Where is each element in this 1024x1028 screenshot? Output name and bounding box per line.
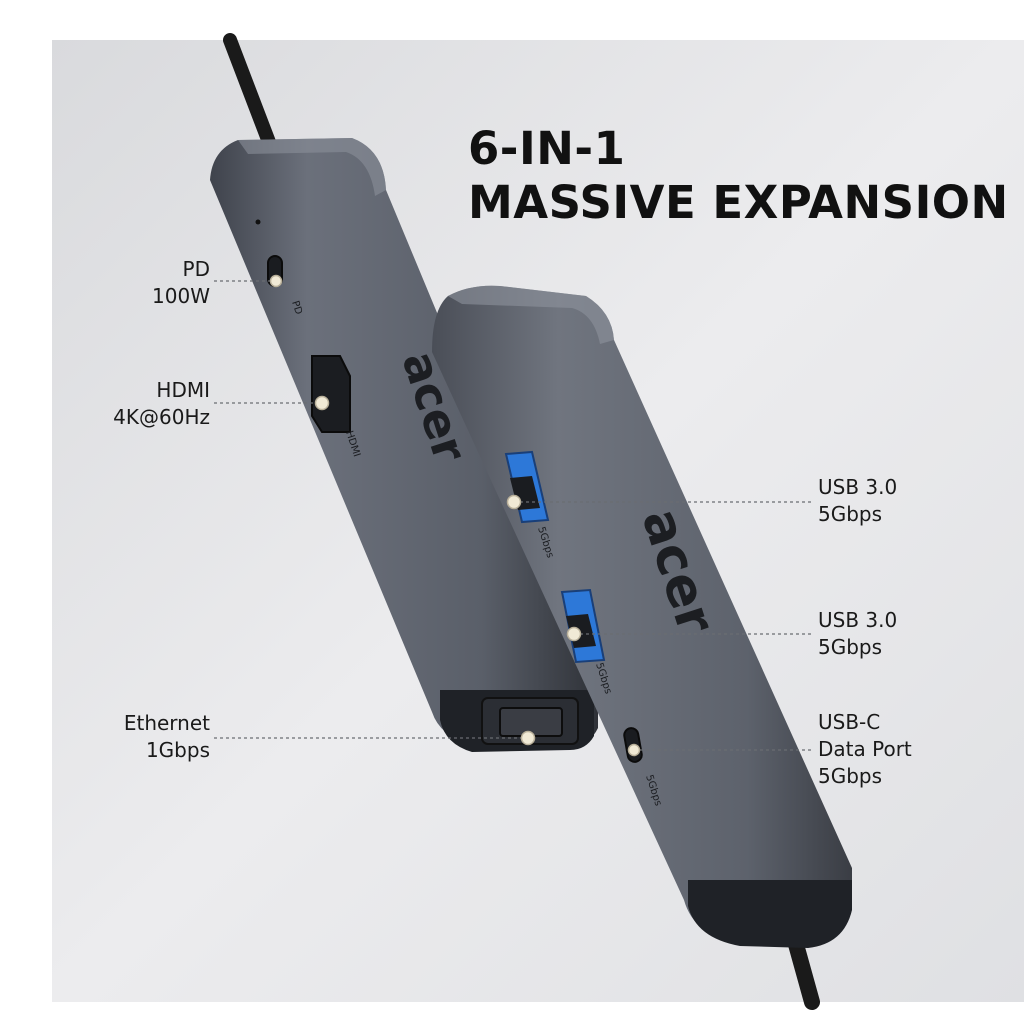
label-usb-a-1-line-1: USB 3.0 (818, 475, 898, 499)
pd-port-marking: PD (289, 300, 304, 317)
label-hdmi-line-1: HDMI (156, 378, 210, 402)
label-pd: PD 100W (152, 256, 210, 310)
label-usb-a-1-line-2: 5Gbps (818, 502, 883, 526)
label-pd-line-1: PD (182, 257, 210, 281)
dot-usb-a-2 (566, 626, 582, 642)
dot-usb-c (627, 743, 641, 757)
label-usb-a-2-line-1: USB 3.0 (818, 608, 898, 632)
hub-left: acer PD HDMI (210, 138, 598, 752)
label-usb-a-1: USB 3.0 5Gbps (818, 474, 897, 528)
label-usb-a-2: USB 3.0 5Gbps (818, 607, 897, 661)
label-hdmi: HDMI 4K@60Hz (113, 377, 210, 431)
label-usb-c-line-2: Data Port (818, 737, 912, 761)
dot-usb-a-1 (506, 494, 522, 510)
callout-dots (269, 274, 641, 757)
label-pd-line-2: 100W (152, 284, 210, 308)
label-ethernet-line-2: 1Gbps (145, 738, 210, 762)
top-cable (223, 33, 279, 157)
dot-ethernet (520, 730, 536, 746)
label-usb-c-line-3: 5Gbps (818, 764, 883, 788)
label-usb-c: USB-C Data Port 5Gbps (818, 709, 912, 790)
headline-line-1: 6-IN-1 (468, 122, 626, 175)
callout-lines (214, 280, 812, 751)
label-ethernet: Ethernet 1Gbps (124, 710, 210, 764)
label-usb-c-line-1: USB-C (818, 710, 881, 734)
label-ethernet-line-1: Ethernet (123, 711, 210, 735)
label-hdmi-line-2: 4K@60Hz (113, 405, 210, 429)
label-usb-a-2-line-2: 5Gbps (818, 635, 883, 659)
dot-pd (269, 274, 283, 288)
dot-hdmi (314, 395, 330, 411)
hdmi-port (311, 355, 351, 433)
headline-line-2: MASSIVE EXPANSION (468, 176, 1009, 229)
